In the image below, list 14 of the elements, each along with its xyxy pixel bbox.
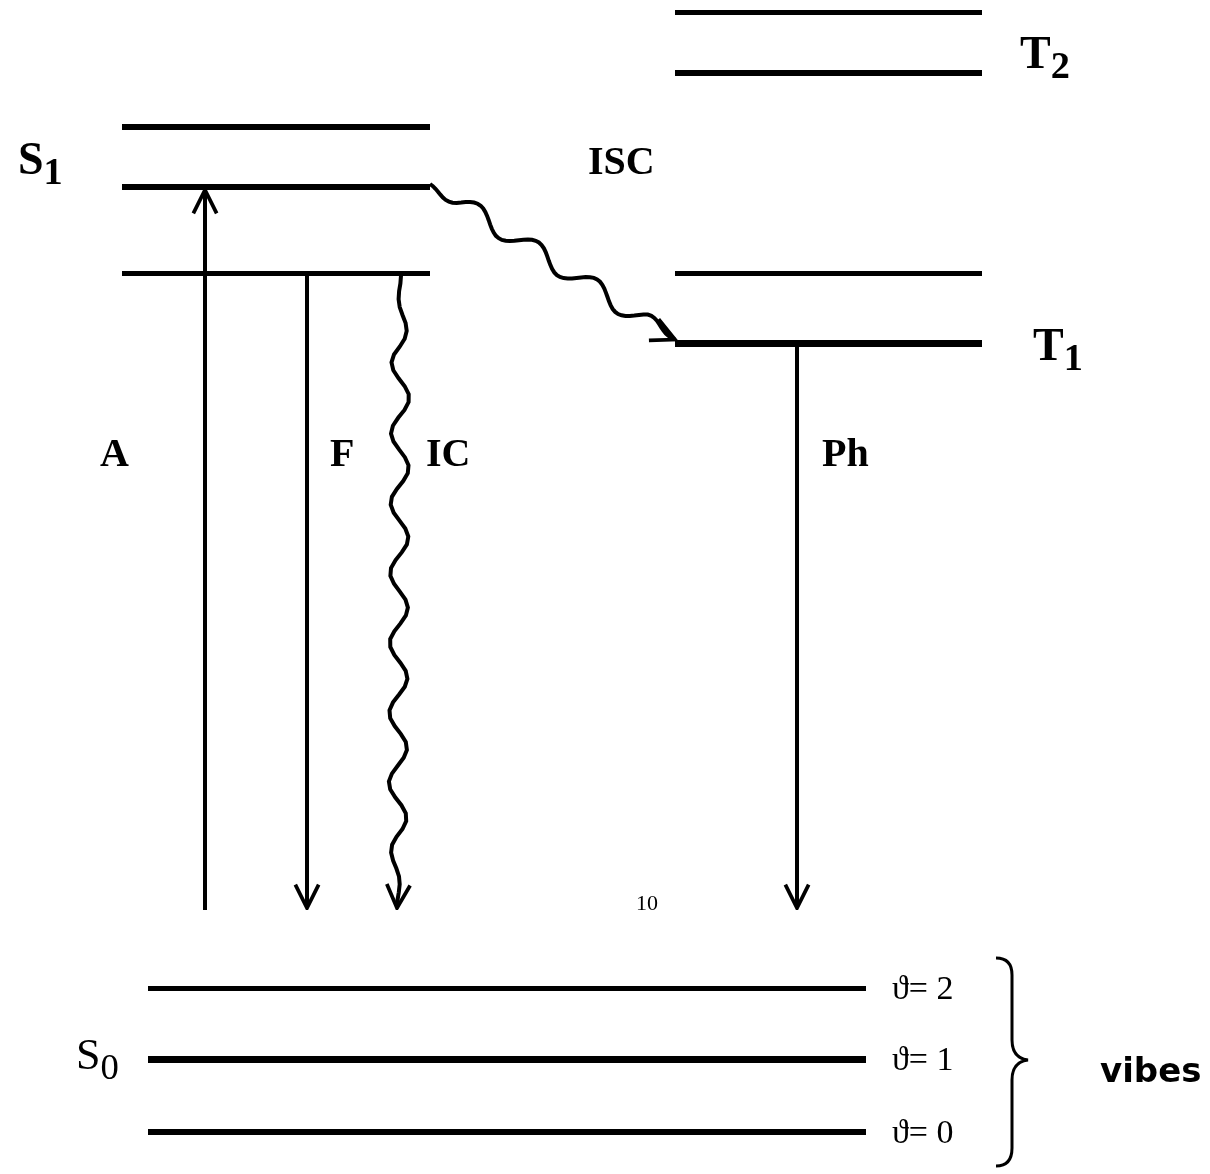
arrow [293, 275, 321, 910]
brace-label: vibes [1100, 1053, 1202, 1087]
state-label: S$_{1}$ [18, 136, 63, 191]
arrow [191, 188, 219, 910]
wavy-arrow [428, 182, 677, 343]
page-number: 10 [636, 892, 658, 914]
vibrational-level-label: ϑ= 2 [892, 969, 954, 1007]
state-label: T$_{1}$ [1033, 322, 1083, 377]
vibrational-level-label: ϑ= 1 [892, 1040, 954, 1078]
wavy-arrow [384, 275, 412, 910]
vibrational-level-label: ϑ= 0 [892, 1113, 954, 1151]
arrow [783, 346, 811, 910]
state-label: T$_{2}$ [1020, 30, 1070, 85]
state-label: S$_{0}$ [76, 1033, 119, 1086]
